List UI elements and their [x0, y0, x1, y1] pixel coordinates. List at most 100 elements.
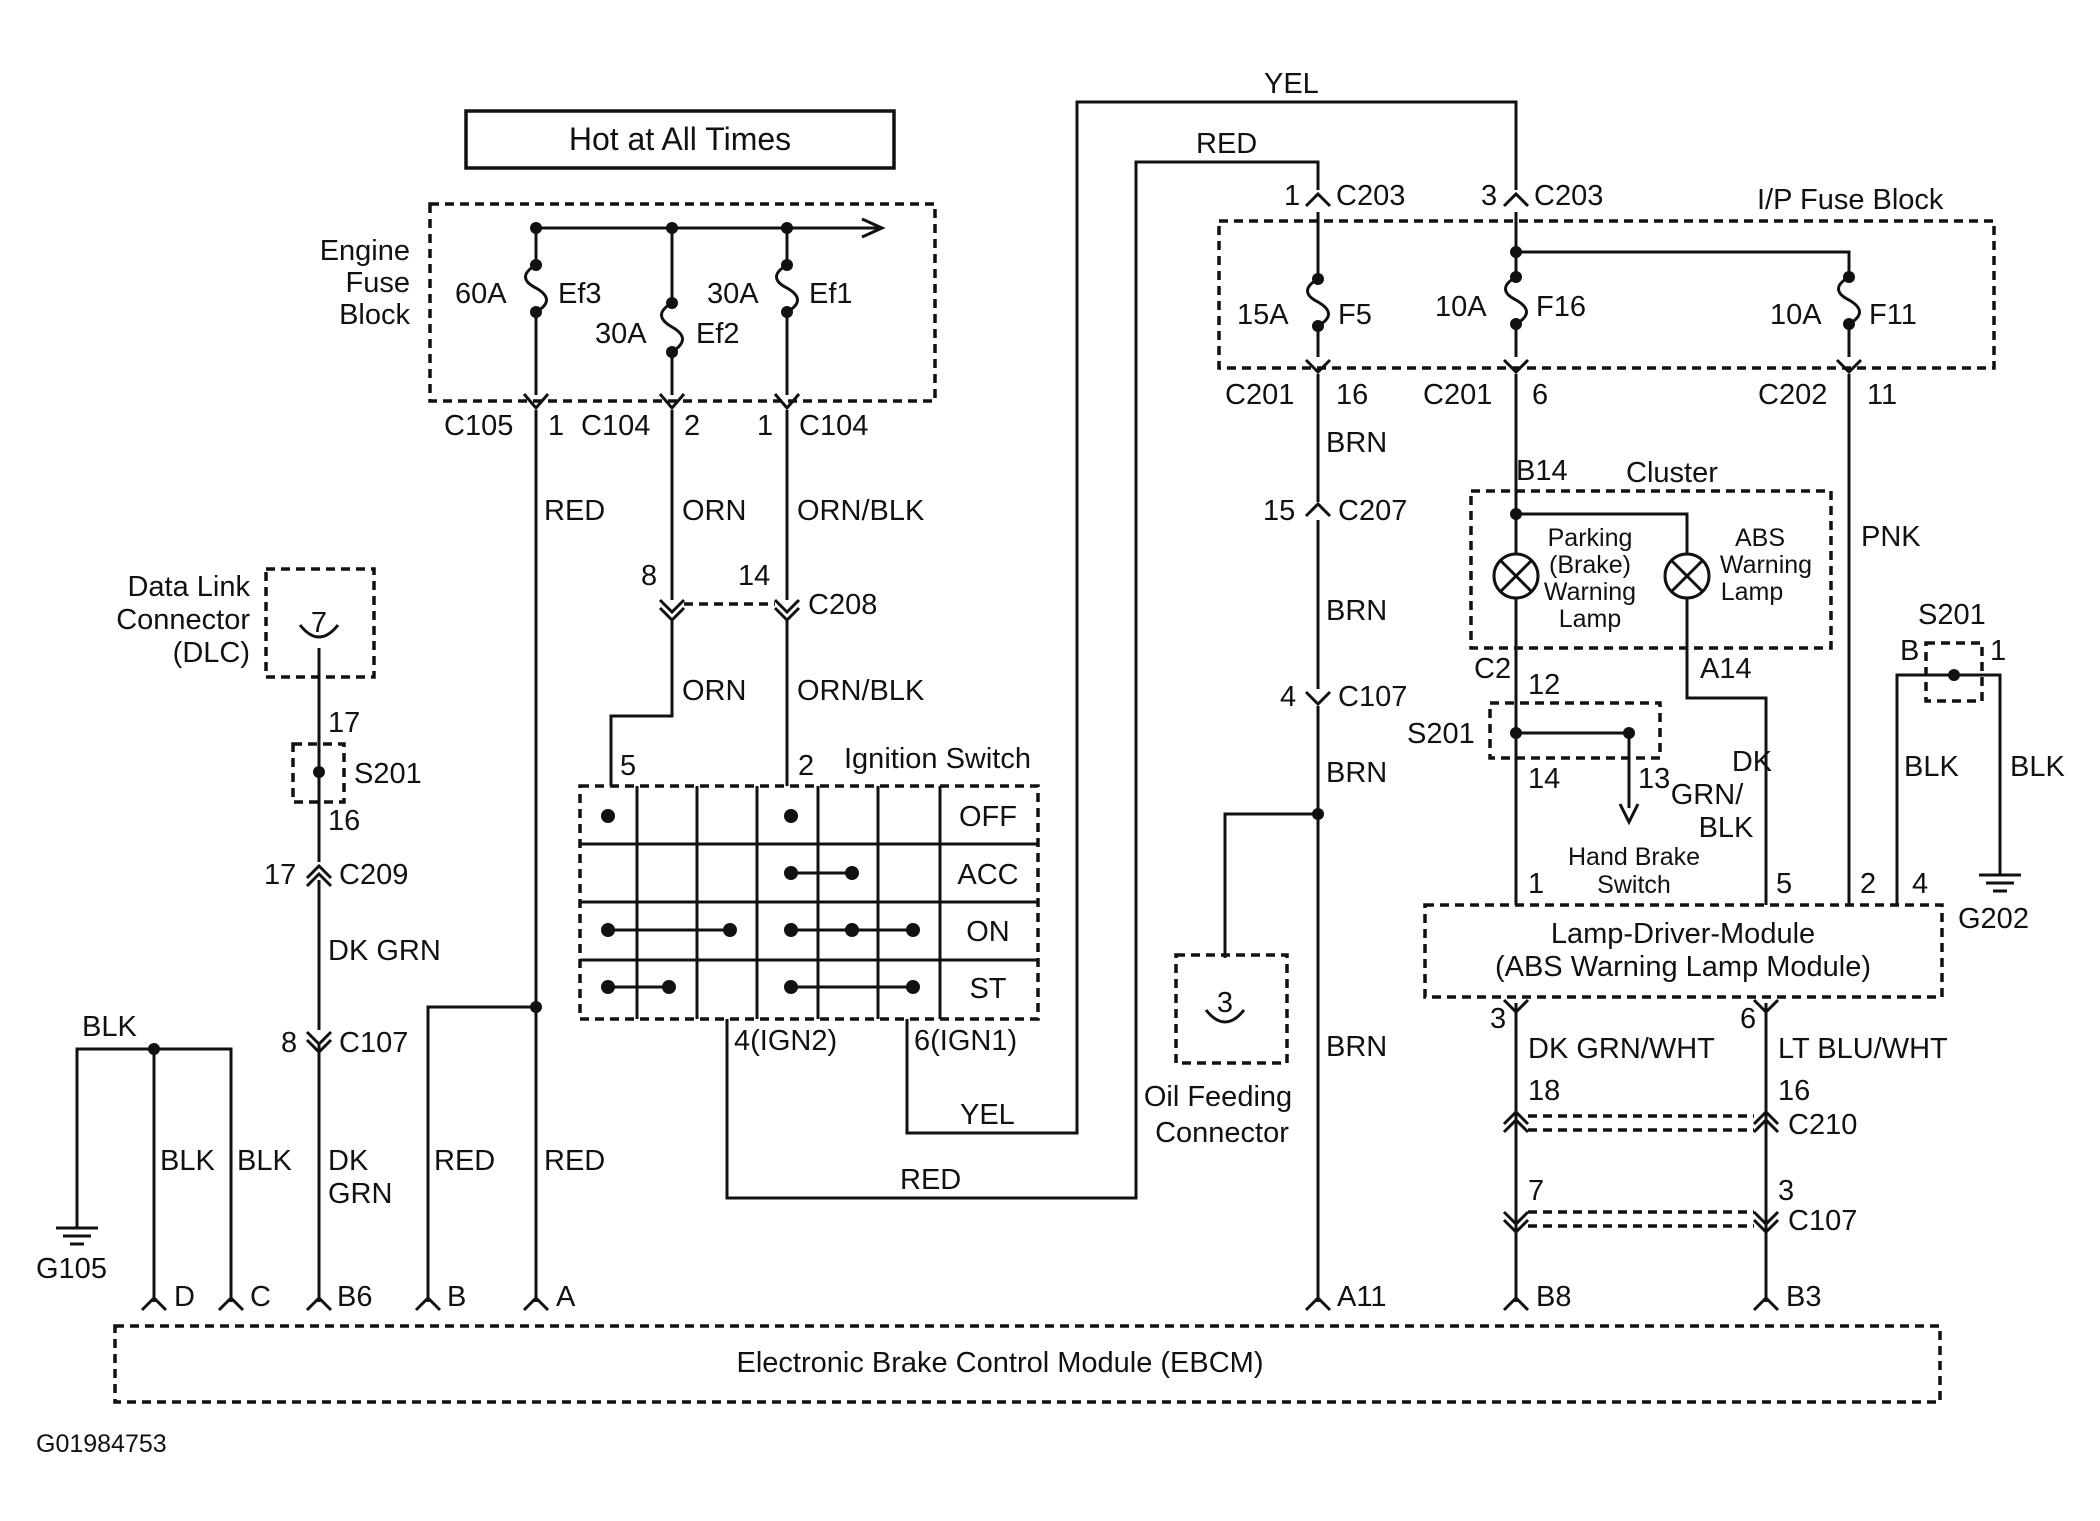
ebcm-pin-label: B3 — [1786, 1281, 1821, 1313]
abs-lamp-label: ABS — [1735, 524, 1785, 552]
lamp-driver-module-label: Lamp-Driver-Module — [1551, 918, 1815, 950]
parking-lamp-label: Parking — [1548, 524, 1633, 552]
ebcm-pin-label: D — [174, 1281, 195, 1313]
c107-pin-label: 8 — [281, 1027, 297, 1059]
c208-pin8-connector — [658, 598, 686, 615]
c201-pin-label: 16 — [1336, 379, 1368, 411]
position-acc-label: ACC — [957, 859, 1018, 891]
ebcm-pin-label: B6 — [337, 1281, 372, 1313]
ef2-label: Ef2 — [696, 318, 740, 350]
c208-pin8-connector-2 — [658, 606, 686, 623]
f11-amp-label: 10A — [1770, 299, 1822, 331]
g202-label: G202 — [1958, 903, 2029, 935]
splice-dot — [148, 1043, 160, 1055]
ignition-switch-title: Ignition Switch — [844, 743, 1031, 775]
lamp-driver-module-label: (ABS Warning Lamp Module) — [1495, 951, 1871, 983]
c210-pin-label: 18 — [1528, 1075, 1560, 1107]
s201-label: S201 — [354, 758, 422, 790]
s201-label: S201 — [1407, 718, 1475, 750]
ignition-pin-label: 2 — [798, 750, 814, 782]
oil-connector-pin-label: 3 — [1217, 987, 1233, 1019]
engine-fuse-block-label: Block — [339, 299, 410, 331]
c105-connector — [522, 393, 550, 411]
g105-label: G105 — [36, 1253, 107, 1285]
wire-color-label: DK GRN/WHT — [1528, 1033, 1715, 1065]
c207-pin-label: 15 — [1263, 495, 1295, 527]
c202-pin11-connector — [1835, 358, 1863, 375]
ebcm-pin-label: A11 — [1337, 1281, 1386, 1313]
c104-pin-label: 1 — [757, 410, 773, 442]
c107-pin7-connector-2 — [1502, 1218, 1530, 1235]
switch-contact — [601, 809, 615, 823]
splice-dot — [781, 222, 793, 234]
fuse-ef1-icon — [775, 263, 799, 314]
labels: Hot at All Times Engine Fuse Block 60A E… — [36, 68, 2065, 1458]
ip-fuse-block-label: I/P Fuse Block — [1757, 184, 1944, 216]
splice-pin-label: 16 — [328, 805, 360, 837]
ef1-amp-label: 30A — [707, 278, 759, 310]
wire-color-label: BLK — [237, 1145, 292, 1177]
c210-pin16-connector — [1752, 1109, 1780, 1126]
wire-color-label: YEL — [1264, 68, 1319, 100]
splice-pin-label: 17 — [328, 707, 360, 739]
fuse-f11-icon — [1837, 275, 1861, 326]
c208-pin14-connector-2 — [773, 606, 801, 623]
wire-color-label: ORN/BLK — [797, 495, 925, 527]
wire-color-label: ORN — [682, 675, 746, 707]
component-boxes — [113, 109, 1996, 1404]
c208-label: C208 — [808, 589, 877, 621]
ebcm-pin-a-connector — [522, 1295, 550, 1312]
c107-label: C107 — [339, 1027, 408, 1059]
ef3-amp-label: 60A — [455, 278, 507, 310]
wire-color-label: PNK — [1861, 521, 1921, 553]
s201-label: S201 — [1918, 599, 1986, 631]
c201-pin16-connector — [1304, 358, 1332, 375]
switch-contact — [601, 923, 615, 937]
c201-pin6-connector — [1502, 358, 1530, 375]
c104-pin-label: 2 — [684, 410, 700, 442]
c210-label: C210 — [1788, 1109, 1857, 1141]
hand-brake-switch-label: Hand Brake — [1568, 843, 1700, 871]
c104-label: C104 — [799, 410, 868, 442]
s201-right-box — [1924, 641, 1984, 703]
dlc-label: Data Link — [127, 571, 250, 603]
wire-color-label: BLK — [2010, 751, 2065, 783]
splice-dot — [313, 766, 325, 778]
lamps — [1492, 552, 1711, 600]
abs-lamp-label: Lamp — [1721, 578, 1784, 606]
wire-color-label: BLK — [160, 1145, 215, 1177]
c107-pin8-connector — [305, 1030, 333, 1047]
wire-color-label: DK — [328, 1145, 369, 1177]
splice-dot — [530, 222, 542, 234]
ign1-label: 6(IGN1) — [914, 1025, 1017, 1057]
c105-pin-label: 1 — [548, 410, 564, 442]
bus-arrow — [861, 217, 886, 239]
switch-contact — [845, 923, 859, 937]
fuse-f5-icon — [1306, 277, 1330, 328]
ip-fuse-block-box — [1217, 219, 1996, 370]
splice-dot — [530, 1001, 542, 1013]
red-wire-b — [426, 1005, 536, 1302]
c209-connector-2 — [305, 871, 333, 888]
ldm-pin-label: 5 — [1776, 868, 1792, 900]
c107-pin-label: 7 — [1528, 1175, 1544, 1207]
wire-color-label: BRN — [1326, 595, 1387, 627]
switch-contact — [845, 866, 859, 880]
ign2-red-wire — [725, 160, 1320, 1200]
c107-pin3-connector-2 — [1752, 1218, 1780, 1235]
ef2-amp-label: 30A — [595, 318, 647, 350]
splice-dot — [1510, 727, 1522, 739]
s201-middle-box — [1488, 701, 1662, 760]
fuse-f16-icon — [1504, 275, 1528, 326]
wire-color-label: BRN — [1326, 757, 1387, 789]
oil-feeding-connector-label: Connector — [1155, 1117, 1289, 1149]
c207-connector — [1304, 501, 1332, 518]
g105-ground-icon — [56, 1226, 98, 1246]
parking-lamp-label: Warning — [1544, 578, 1636, 606]
abs-lamp-down — [1685, 598, 1768, 905]
c201-label: C201 — [1225, 379, 1294, 411]
ebcm-pin-b6-connector — [305, 1295, 333, 1312]
c104-pin2-connector — [658, 393, 686, 411]
f5-label: F5 — [1338, 299, 1372, 331]
